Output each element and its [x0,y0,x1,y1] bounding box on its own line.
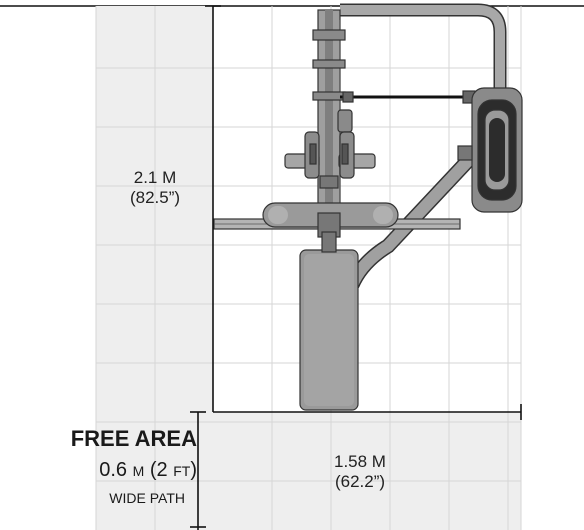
free-area-title: FREE AREA [70,426,197,451]
free-area-size-value: 0.6 [99,459,128,481]
height-metric: 2.1 M [133,168,177,187]
height-dimension-label: 2.1 M (82.5”) [100,168,210,209]
machine-illustration [213,3,523,411]
dimension-lines [190,5,522,530]
free-area-path-label: WIDE PATH [109,490,185,506]
overhead-arm [340,3,507,95]
width-dimension-label: 1.58 M (62.2”) [300,452,420,493]
free-area-size-imperial: (2 [149,459,168,481]
free-area-size-imperial-unit: FT [173,463,191,479]
height-imperial: (82.5”) [129,188,181,208]
free-area-size: 0.6 M (2 FT) [0,458,197,482]
width-imperial: (62.2”) [334,472,386,492]
free-area-size-close: ) [190,459,197,481]
width-metric: 1.58 M [334,452,386,471]
free-area-bottom-strip [213,412,521,530]
free-area-size-unit: M [132,463,145,479]
